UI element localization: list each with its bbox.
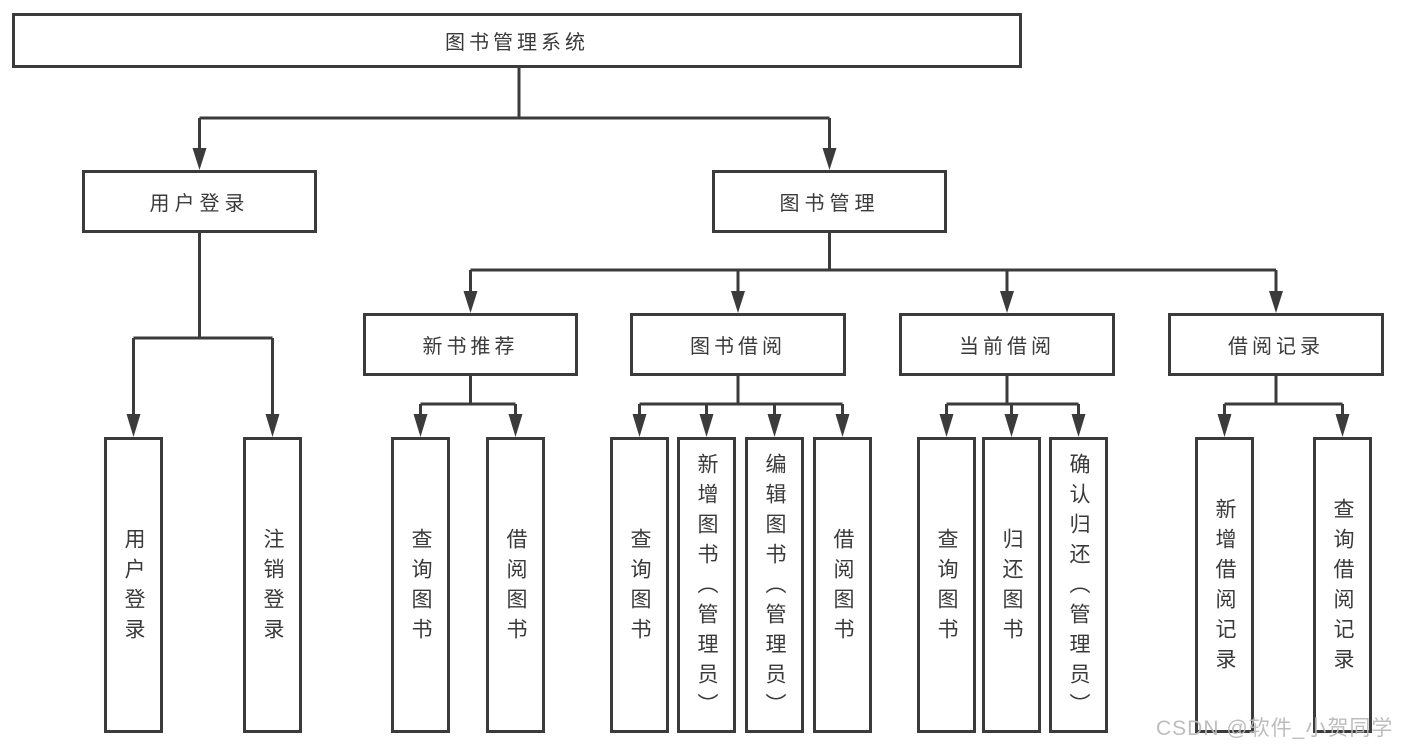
leaf-label: 归还图书 (1000, 528, 1023, 648)
leaf-query-borrow-record: 查询借阅记录 (1313, 437, 1372, 733)
leaf-query-books-current: 查询图书 (917, 437, 976, 733)
leaf-query-books-recommend: 查询图书 (391, 437, 450, 733)
node-label: 图书管理系统 (445, 32, 589, 54)
leaf-label: 用户登录 (122, 528, 145, 648)
leaf-label: 新增图书（管理员） (695, 453, 718, 723)
node-label: 借阅记录 (1228, 336, 1324, 358)
node-label: 图书管理 (779, 193, 880, 215)
node-borrowing-records: 借阅记录 (1168, 313, 1384, 376)
leaf-label: 借阅图书 (831, 528, 854, 648)
leaf-add-borrow-record: 新增借阅记录 (1195, 437, 1254, 733)
node-label: 当前借阅 (959, 336, 1055, 358)
node-library-management-system: 图书管理系统 (12, 13, 1022, 68)
leaf-label: 查询借阅记录 (1331, 498, 1354, 678)
node-label: 用户登录 (149, 193, 250, 215)
leaf-borrow-books-recommend: 借阅图书 (486, 437, 545, 733)
leaf-return-book: 归还图书 (982, 437, 1041, 733)
node-label: 图书借阅 (690, 336, 786, 358)
node-user-login: 用户登录 (82, 170, 317, 233)
node-current-borrowing: 当前借阅 (899, 313, 1115, 376)
leaf-confirm-return-admin: 确认归还（管理员） (1049, 437, 1108, 733)
leaf-borrow-books: 借阅图书 (813, 437, 872, 733)
leaf-label: 借阅图书 (504, 528, 527, 648)
csdn-watermark: CSDN @软件_小贺同学 (1156, 717, 1394, 740)
leaf-edit-book-admin: 编辑图书（管理员） (745, 437, 804, 733)
node-label: 新书推荐 (422, 336, 519, 358)
leaf-label: 确认归还（管理员） (1067, 453, 1090, 723)
leaf-label: 查询图书 (628, 528, 651, 648)
leaf-label: 新增借阅记录 (1213, 498, 1236, 678)
leaf-logout: 注销登录 (243, 437, 302, 733)
leaf-add-book-admin: 新增图书（管理员） (677, 437, 736, 733)
leaf-label: 查询图书 (935, 528, 958, 648)
leaf-label: 编辑图书（管理员） (763, 453, 786, 723)
node-new-book-recommendation: 新书推荐 (363, 313, 578, 376)
leaf-label: 注销登录 (261, 528, 284, 648)
leaf-user-login: 用户登录 (104, 437, 163, 733)
leaf-label: 查询图书 (409, 528, 432, 648)
leaf-query-books-borrow: 查询图书 (610, 437, 669, 733)
node-book-borrowing: 图书借阅 (630, 313, 846, 376)
node-book-management: 图书管理 (712, 170, 947, 233)
